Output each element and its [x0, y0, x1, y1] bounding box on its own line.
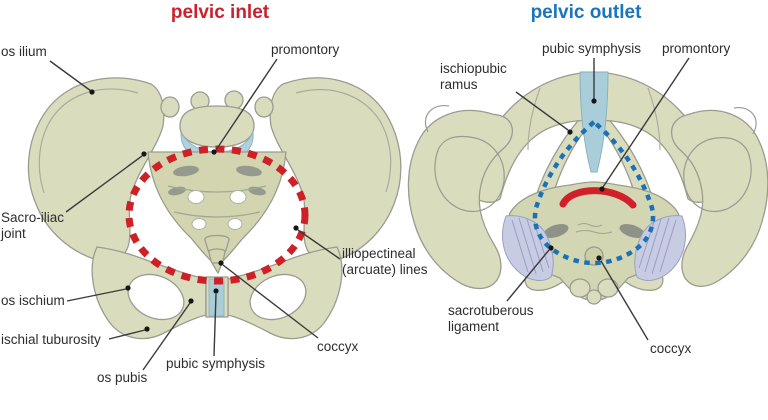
label-inlet-pubic-symphysis: pubic symphysis	[166, 356, 266, 371]
inlet-left-iliac-crest-line	[38, 88, 139, 194]
inlet-right-iliac-wing	[269, 77, 402, 262]
leader-ischiopubic-ramus	[515, 91, 569, 131]
leader-inlet-pubic-symphysis	[213, 293, 217, 357]
outlet-right-wing-lobe-line	[683, 137, 752, 212]
l5-process-bump	[160, 96, 180, 118]
left-sacrotuberous-ligament	[502, 215, 554, 281]
right-obturator-foramen	[249, 273, 307, 321]
outlet-left-wing-lobe-line	[434, 135, 505, 212]
left-obturator-foramen	[127, 273, 185, 321]
label-os-ischium: os ischium	[1, 293, 65, 308]
leader-outlet-coccyx	[600, 260, 649, 341]
label-inlet-promontory: promontory	[271, 42, 340, 57]
outlet-sacrum-spot	[619, 224, 645, 238]
leader-os-ilium	[49, 60, 92, 92]
right-sacrotuberous-ligament	[634, 215, 686, 281]
l5-vertebral-body	[179, 105, 255, 148]
leader-outlet-promontory	[602, 57, 690, 188]
label-outlet-pubic-symphysis: pubic symphysis	[542, 41, 642, 56]
label-ischiopubic-ramus: ischiopubic ramus	[440, 61, 507, 92]
label-outlet-promontory: promontory	[662, 41, 731, 56]
label-sacroiliac-joint: Sacro-iliac joint	[1, 210, 65, 241]
pelvic-outlet-illustration	[407, 71, 768, 305]
inlet-right-iliac-crest-line	[295, 89, 392, 193]
label-illiopectineal-lines: illiopectineal (arcuate) lines	[342, 246, 428, 277]
leader-sacroiliac-joint	[65, 155, 143, 213]
outlet-title: pelvic outlet	[530, 2, 642, 23]
leader-os-ischium	[66, 288, 127, 302]
leader-ischial-tuburosity	[108, 329, 146, 340]
outlet-right-wing	[670, 109, 768, 287]
outlet-sacrum-wavy-line	[575, 229, 613, 235]
outlet-left-wing-ear-line	[424, 105, 450, 133]
outlet-sacrum-tip	[586, 289, 602, 305]
sacral-foramina	[187, 190, 247, 230]
leader-os-pubis	[142, 302, 191, 371]
leader-illiopectineal	[297, 229, 341, 260]
leader-inlet-coccyx	[222, 264, 319, 339]
label-sacrotuberous-ligament: sacrotuberous ligament	[448, 303, 534, 334]
pelvic-inlet-illustration	[27, 77, 402, 340]
label-inlet-coccyx: coccyx	[317, 339, 359, 354]
leader-sacrotuberous-ligament	[506, 249, 550, 302]
leader-inlet-promontory	[215, 58, 278, 151]
l5-process-bump	[254, 96, 274, 118]
outlet-sacrum-lower-lobe	[569, 278, 591, 298]
promontory-arc	[559, 187, 637, 209]
inlet-title: pelvic inlet	[170, 2, 270, 23]
label-ischial-tuburosity: ischial tuburosity	[1, 332, 101, 347]
sacral-ridge-line	[167, 185, 267, 193]
pubic-arch-detail-line	[647, 87, 661, 151]
leader-dots	[89, 89, 605, 332]
outlet-sacrum-wavy-line	[577, 222, 603, 228]
leader-lines	[49, 57, 690, 371]
label-os-pubis: os pubis	[97, 370, 148, 385]
sacral-ridge-line	[173, 211, 261, 218]
pubic-arch-detail-line	[527, 87, 541, 151]
outlet-right-wing-ear-line	[733, 107, 757, 135]
label-outlet-coccyx: coccyx	[650, 341, 692, 356]
outlet-left-wing	[407, 109, 513, 290]
outlet-sacrum-lower-lobe	[597, 278, 619, 298]
label-os-ilium: os ilium	[1, 44, 47, 59]
outlet-sacrum-spot	[543, 224, 569, 238]
pelvic-outlet-outline	[532, 119, 656, 266]
